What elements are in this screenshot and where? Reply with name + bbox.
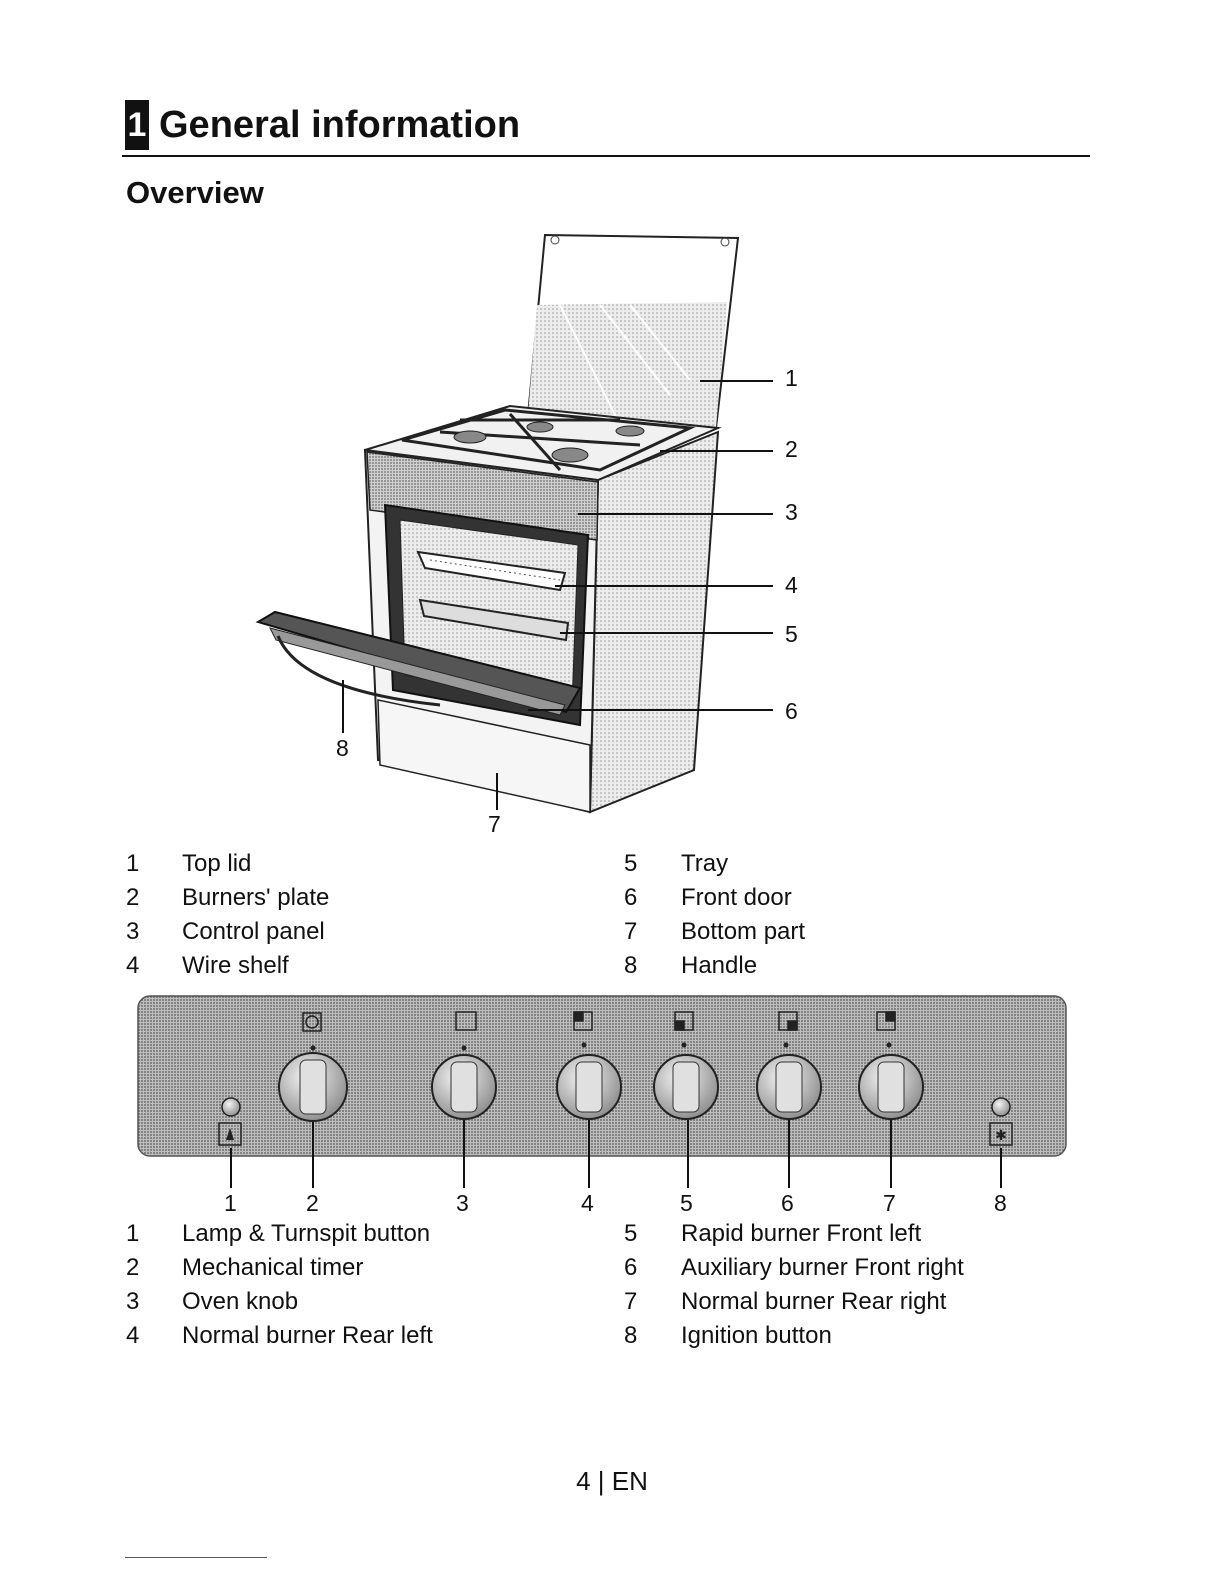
callout-bottom-part: 7 bbox=[488, 811, 501, 837]
section-title: Overview bbox=[126, 175, 264, 210]
list-item-label: Oven knob bbox=[182, 1288, 299, 1315]
list-item-label: Lamp & Turnspit button bbox=[182, 1220, 431, 1247]
list-item-number: 6 bbox=[624, 884, 638, 911]
panel-callout-front-right: 6 bbox=[781, 1190, 794, 1216]
list-item-number: 5 bbox=[624, 1220, 638, 1247]
knob-symbols bbox=[302, 1011, 896, 1032]
callout-wire-shelf: 4 bbox=[785, 572, 798, 598]
list-item-number: 4 bbox=[126, 1322, 140, 1349]
ignition-symbol-icon bbox=[989, 1122, 1013, 1146]
callout-front-door: 6 bbox=[785, 698, 798, 724]
page-footer: 4 | EN bbox=[576, 1466, 648, 1496]
list-item-number: 8 bbox=[624, 952, 638, 979]
svg-text:✱: ✱ bbox=[995, 1128, 1007, 1144]
panel-leader-lines bbox=[230, 1120, 1002, 1188]
list-item-label: Normal burner Rear left bbox=[182, 1322, 433, 1349]
list-item-label: Tray bbox=[681, 850, 729, 877]
panel-callout-ignition: 8 bbox=[994, 1190, 1007, 1216]
oven-symbol-icon bbox=[455, 1011, 477, 1031]
list-item-label: Ignition button bbox=[681, 1322, 832, 1349]
burners-plate bbox=[364, 404, 722, 482]
list-item-label: Front door bbox=[681, 884, 792, 911]
panel-callout-rear-left: 4 bbox=[581, 1190, 594, 1216]
callout-control-panel: 3 bbox=[785, 499, 798, 525]
callout-handle: 8 bbox=[336, 735, 349, 761]
chapter-number-badge: 1 bbox=[125, 100, 149, 150]
list-item-label: Top lid bbox=[182, 850, 252, 877]
list-item-label: Rapid burner Front left bbox=[681, 1220, 922, 1247]
callout-tray: 5 bbox=[785, 621, 798, 647]
list-item-number: 3 bbox=[126, 1288, 140, 1315]
lamp-turnspit-button bbox=[218, 1097, 242, 1146]
burner-knob-rear-right bbox=[858, 1042, 924, 1120]
heading-rule bbox=[122, 155, 1090, 157]
panel-callout-lamp-turnspit: 1 bbox=[224, 1190, 237, 1216]
panel-callout-rear-right: 7 bbox=[883, 1190, 896, 1216]
bottom-drawer bbox=[377, 699, 591, 813]
list-item-label: Auxiliary burner Front right bbox=[681, 1254, 964, 1281]
door-handle bbox=[276, 635, 441, 707]
list-item-label: Burners' plate bbox=[182, 884, 330, 911]
list-item-label: Bottom part bbox=[681, 918, 806, 945]
list-item-number: 4 bbox=[126, 952, 140, 979]
panel-callout-timer: 2 bbox=[306, 1190, 319, 1216]
list-item-label: Control panel bbox=[182, 918, 325, 945]
burner-knob-front-left bbox=[653, 1042, 719, 1120]
timer-symbol-icon bbox=[302, 1012, 322, 1032]
list-item-number: 7 bbox=[624, 918, 638, 945]
callout-top-lid: 1 bbox=[785, 365, 798, 391]
list-item-label: Handle bbox=[681, 952, 758, 979]
cooker-leader-lines bbox=[342, 380, 773, 810]
list-item-label: Normal burner Rear right bbox=[681, 1288, 947, 1315]
burner-knob-front-right bbox=[756, 1042, 822, 1120]
front-door bbox=[255, 610, 582, 716]
callout-burners-plate: 2 bbox=[785, 436, 798, 462]
list-item-label: Wire shelf bbox=[182, 952, 289, 979]
list-item-number: 2 bbox=[126, 884, 140, 911]
oven-knob bbox=[431, 1045, 497, 1120]
list-item-label: Mechanical timer bbox=[182, 1254, 364, 1281]
list-item-number: 5 bbox=[624, 850, 638, 877]
panel-callout-oven-knob: 3 bbox=[456, 1190, 469, 1216]
ignition-button: ✱ bbox=[989, 1097, 1013, 1146]
cooker-illustration bbox=[255, 233, 773, 814]
timer-knob bbox=[278, 1045, 348, 1122]
panel-callout-front-left: 5 bbox=[680, 1190, 693, 1216]
list-item-number: 3 bbox=[126, 918, 140, 945]
footer-underline bbox=[125, 1557, 267, 1558]
list-item-number: 7 bbox=[624, 1288, 638, 1315]
lamp-turnspit-symbol-icon bbox=[218, 1122, 242, 1146]
list-item-number: 1 bbox=[126, 850, 140, 877]
chapter-title: General information bbox=[159, 104, 521, 146]
top-lid bbox=[525, 233, 740, 430]
list-item-number: 6 bbox=[624, 1254, 638, 1281]
list-item-number: 2 bbox=[126, 1254, 140, 1281]
cooker-side-panel bbox=[588, 430, 720, 814]
list-item-number: 1 bbox=[126, 1220, 140, 1247]
burner-knob-rear-left bbox=[556, 1042, 622, 1120]
list-item-number: 8 bbox=[624, 1322, 638, 1349]
control-panel-illustration: ✱ bbox=[137, 995, 1067, 1188]
control-panel-strip bbox=[366, 451, 599, 541]
